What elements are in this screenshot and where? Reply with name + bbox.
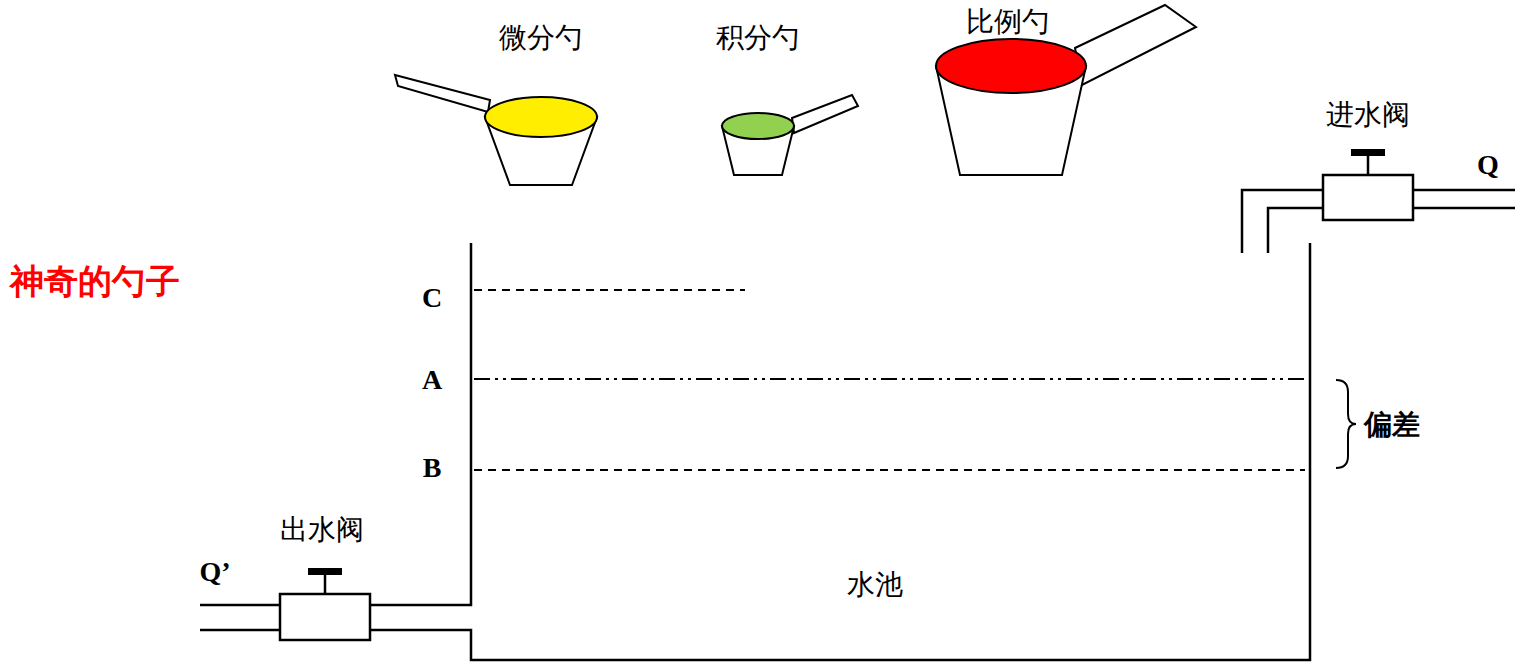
ladle-handle — [792, 95, 858, 133]
tank-label: 水池 — [847, 570, 903, 601]
valve-stem — [1367, 155, 1370, 175]
ladle-handle — [395, 75, 490, 112]
pipe — [1268, 208, 1323, 253]
level-line — [474, 378, 1308, 380]
flow-label: Q — [1477, 150, 1499, 181]
valve-body — [280, 594, 370, 640]
valve-label: 进水阀 — [1326, 100, 1410, 131]
pipe — [1413, 190, 1515, 208]
level-label: B — [423, 453, 442, 484]
ladle-rim — [485, 97, 597, 137]
level-line — [474, 289, 745, 291]
level-label: A — [422, 365, 442, 396]
valve-label: 出水阀 — [280, 515, 364, 546]
ladle-rim — [936, 39, 1086, 93]
flow-label: Q’ — [199, 557, 230, 588]
ladle-label: 微分勺 — [499, 23, 583, 54]
level-label: C — [422, 283, 442, 314]
ladle-handle — [1075, 5, 1196, 85]
title: 神奇的勺子 — [10, 263, 180, 300]
ladle-label: 比例勺 — [966, 7, 1050, 38]
tank-wall — [200, 243, 1310, 660]
valve-handle — [1351, 149, 1385, 156]
brace — [1336, 380, 1356, 468]
water-tank: 水池 — [473, 245, 1308, 658]
deviation-label: 偏差 — [1364, 410, 1420, 441]
level-line — [474, 469, 1305, 471]
valve-handle — [308, 568, 342, 575]
valve-stem — [324, 574, 327, 594]
tank-wall — [200, 243, 471, 605]
pipe — [1242, 190, 1323, 253]
valve-body — [1323, 175, 1413, 220]
ladle-rim — [722, 113, 794, 139]
ladle-label: 积分勺 — [716, 23, 800, 54]
